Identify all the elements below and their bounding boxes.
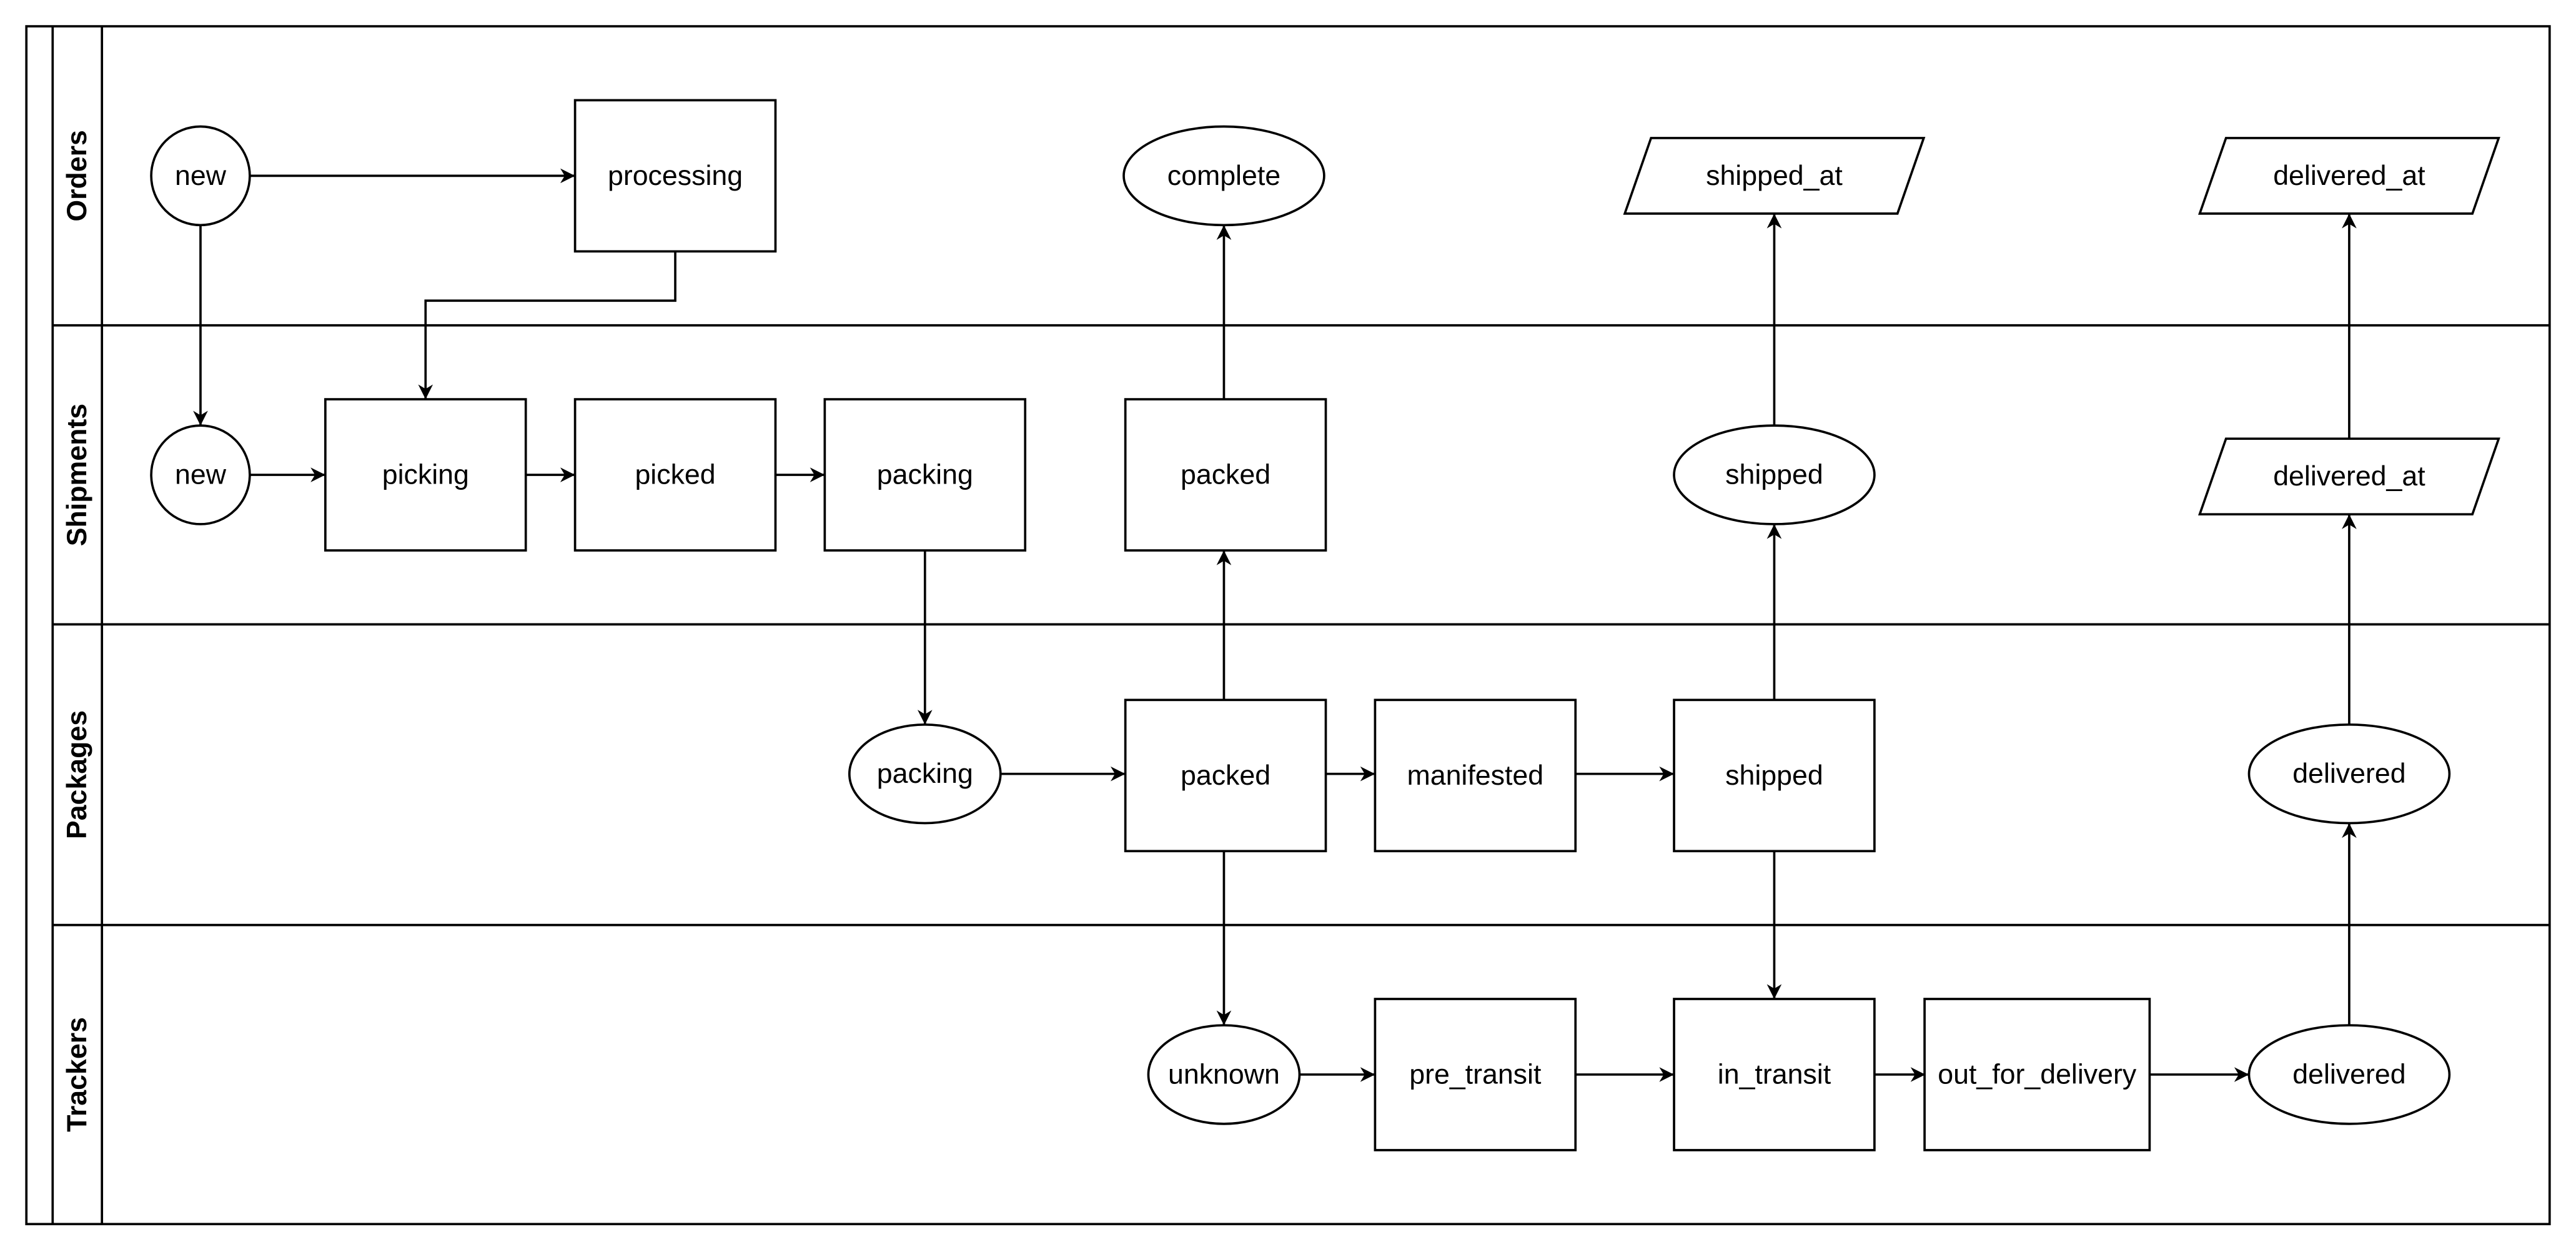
lane-packages: Packages: [52, 623, 2550, 839]
node-label: picking: [382, 460, 469, 490]
node-label: delivered: [2292, 1059, 2405, 1090]
node-p-manifested[interactable]: manifested: [1374, 698, 1577, 853]
node-t-pre-transit[interactable]: pre_transit: [1374, 998, 1577, 1151]
lane-label: Trackers: [62, 1017, 92, 1132]
state-ellipse: [848, 723, 1002, 825]
node-label: complete: [1167, 161, 1281, 191]
process-box: [1673, 698, 1876, 853]
lane-shipments: Shipments: [52, 324, 2550, 546]
node-label: packing: [877, 460, 973, 490]
node-label: pre_transit: [1409, 1059, 1542, 1090]
process-box: [1673, 998, 1876, 1151]
node-label: in_transit: [1718, 1059, 1831, 1090]
state-ellipse: [2247, 1024, 2451, 1125]
state-ellipse: [1147, 1024, 1301, 1125]
lane-orders: Orders: [62, 130, 92, 222]
node-label: packing: [877, 758, 973, 789]
node-label: out_for_delivery: [1938, 1059, 2137, 1090]
node-s-packing[interactable]: packing: [823, 398, 1027, 552]
node-label: shipped_at: [1706, 161, 1843, 191]
data-parallelogram: [1623, 137, 1926, 215]
node-p-shipped[interactable]: shipped: [1673, 698, 1876, 853]
node-s-picked[interactable]: picked: [573, 398, 777, 552]
node-label: packed: [1181, 760, 1271, 791]
node-s-picking[interactable]: picking: [324, 398, 527, 552]
node-label: shipped: [1725, 760, 1823, 791]
lane-label: Orders: [62, 130, 92, 222]
edge-o-processing-to-s-picking: [418, 251, 676, 400]
node-label: delivered_at: [2273, 461, 2425, 492]
node-o-complete[interactable]: complete: [1122, 125, 1325, 227]
node-label: unknown: [1168, 1059, 1280, 1090]
data-parallelogram: [2198, 137, 2500, 215]
node-label: processing: [608, 161, 743, 191]
state-ellipse: [2247, 723, 2451, 825]
node-o-delivered-at[interactable]: delivered_at: [2198, 137, 2500, 215]
process-box: [1124, 398, 1327, 552]
lane-trackers: Trackers: [52, 923, 2550, 1132]
node-o-processing[interactable]: processing: [573, 99, 777, 253]
lane-label: Packages: [62, 710, 92, 839]
state-ellipse: [150, 424, 251, 525]
node-s-shipped[interactable]: shipped: [1673, 424, 1876, 525]
node-o-shipped-at[interactable]: shipped_at: [1623, 137, 1926, 215]
node-s-packed[interactable]: packed: [1124, 398, 1327, 552]
process-box: [573, 99, 777, 253]
data-parallelogram: [2198, 437, 2500, 516]
node-label: delivered_at: [2273, 161, 2425, 191]
process-box: [1374, 998, 1577, 1151]
node-label: packed: [1181, 460, 1271, 490]
node-label: manifested: [1407, 760, 1544, 791]
process-box: [573, 398, 777, 552]
node-label: delivered: [2292, 758, 2405, 789]
node-label: new: [175, 460, 227, 490]
node-s-new[interactable]: new: [150, 424, 251, 525]
state-ellipse: [1122, 125, 1325, 227]
node-label: new: [175, 161, 227, 191]
node-label: picked: [635, 460, 715, 490]
process-box: [1923, 998, 2151, 1151]
node-o-new[interactable]: new: [150, 125, 251, 227]
node-t-unknown[interactable]: unknown: [1147, 1024, 1301, 1125]
node-s-delivered-at[interactable]: delivered_at: [2198, 437, 2500, 516]
process-box: [1124, 698, 1327, 853]
process-box: [324, 398, 527, 552]
node-label: shipped: [1725, 460, 1823, 490]
process-box: [823, 398, 1027, 552]
state-ellipse: [150, 125, 251, 227]
node-t-out-for-delivery[interactable]: out_for_delivery: [1923, 998, 2151, 1151]
process-box: [1374, 698, 1577, 853]
node-p-packing[interactable]: packing: [848, 723, 1002, 825]
node-t-in-transit[interactable]: in_transit: [1673, 998, 1876, 1151]
lane-label: Shipments: [62, 404, 92, 546]
node-p-delivered[interactable]: delivered: [2247, 723, 2451, 825]
state-ellipse: [1673, 424, 1876, 525]
node-t-delivered[interactable]: delivered: [2247, 1024, 2451, 1125]
node-p-packed[interactable]: packed: [1124, 698, 1327, 853]
